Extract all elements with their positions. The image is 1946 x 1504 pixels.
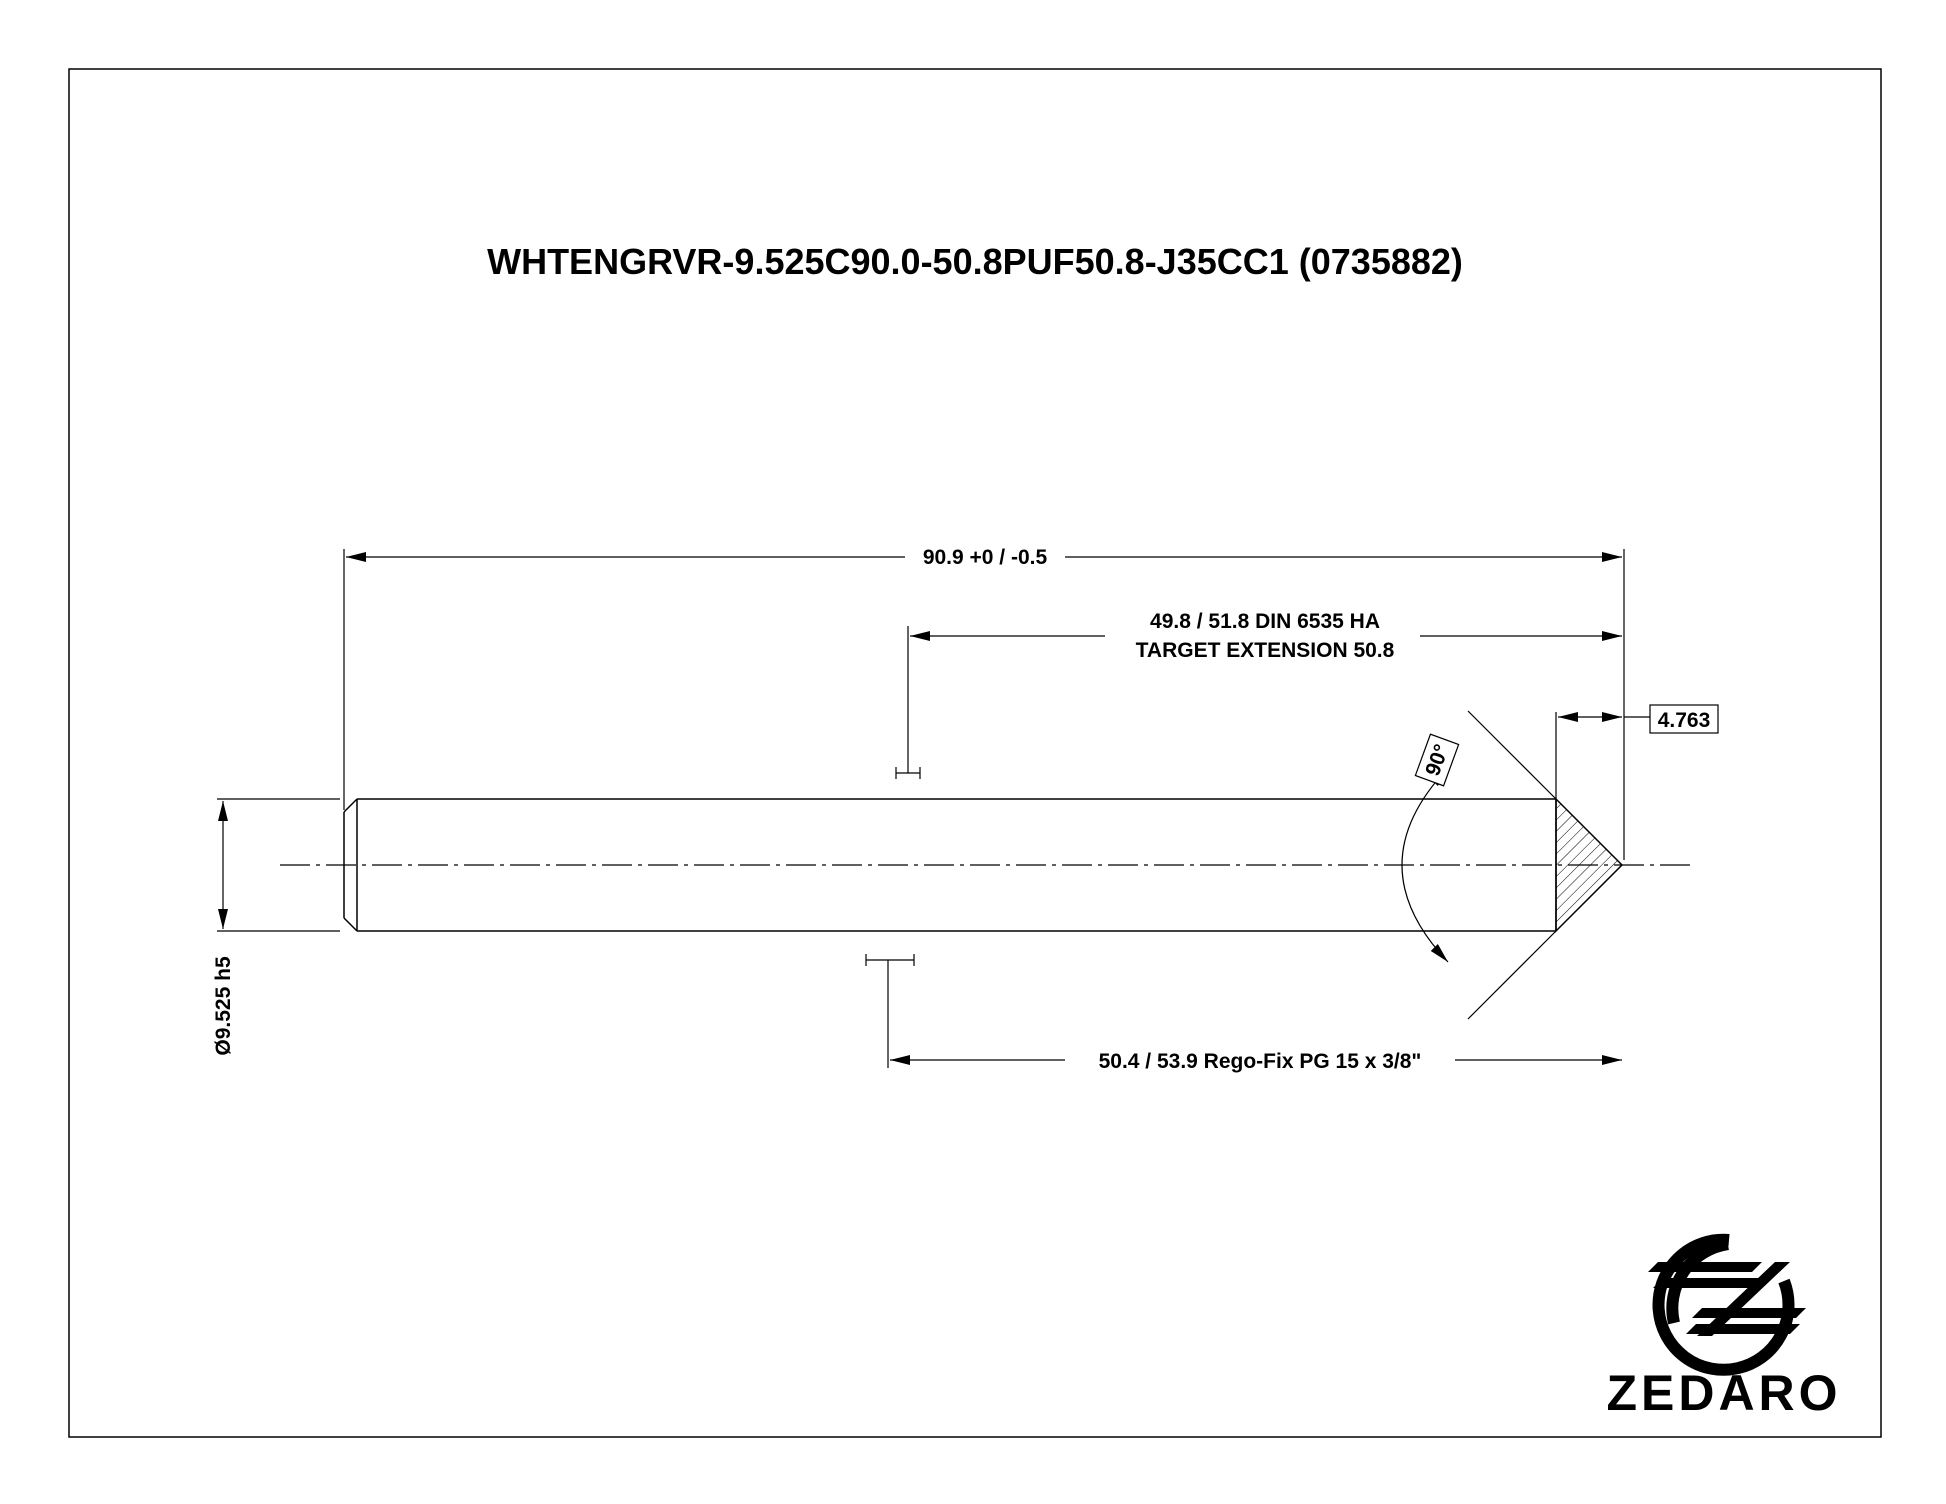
part-title: WHTENGRVR-9.525C90.0-50.8PUF50.8-J35CC1 … xyxy=(487,241,1463,282)
diameter-label: Ø9.525 h5 xyxy=(212,956,235,1056)
cone-tip-hatched xyxy=(1555,797,1624,933)
angle-dimension xyxy=(1401,710,1557,1020)
tip-length-box xyxy=(1649,704,1719,734)
diameter-dimension xyxy=(217,798,340,932)
overall-length-label: 90.9 +0 / -0.5 xyxy=(923,546,1048,569)
din-extension-dimension xyxy=(895,626,1622,779)
tip-length-dimension xyxy=(1555,712,1650,799)
rego-fix-dimension xyxy=(865,954,1622,1068)
zedaro-z-logo-icon xyxy=(1648,1233,1806,1376)
drawing-frame xyxy=(68,68,1882,1438)
din-extension-label-2: TARGET EXTENSION 50.8 xyxy=(1136,639,1395,662)
angle-label-box xyxy=(1414,733,1460,787)
tip-length-label: 4.763 xyxy=(1658,709,1711,732)
overall-length-dimension xyxy=(343,549,1625,860)
brand-name: ZEDARO xyxy=(1606,1365,1841,1421)
rego-fix-label: 50.4 / 53.9 Rego-Fix PG 15 x 3/8" xyxy=(1099,1050,1422,1073)
din-extension-label-1: 49.8 / 51.8 DIN 6535 HA xyxy=(1150,610,1380,633)
